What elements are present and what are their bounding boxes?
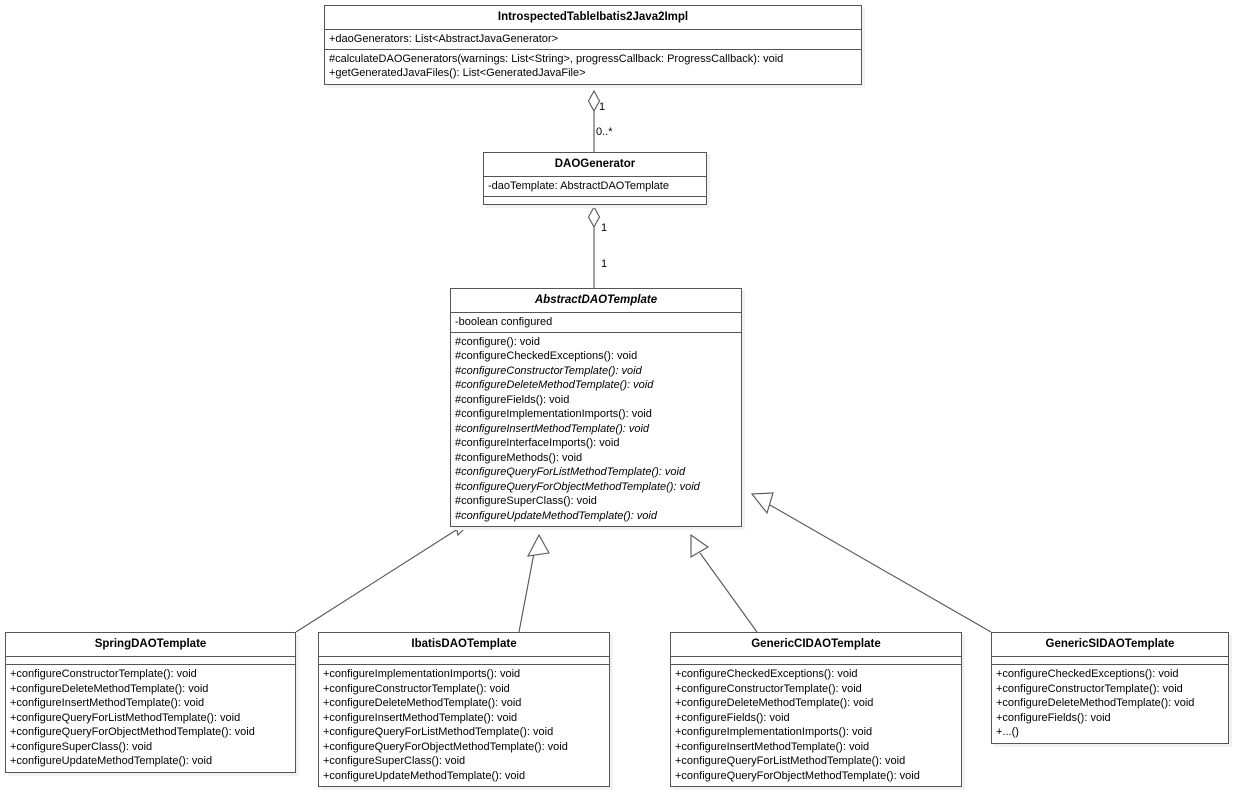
class-name-ibatis: IbatisDAOTemplate <box>319 633 609 657</box>
class-box-dao-generator[interactable]: DAOGenerator -daoTemplate: AbstractDAOTe… <box>483 152 707 205</box>
member-text: +configureQueryForObjectMethodTemplate()… <box>323 740 568 753</box>
class-attributes-spring <box>6 657 295 665</box>
member-text: +configureDeleteMethodTemplate(): void <box>675 697 874 709</box>
class-operations-spring: +configureConstructorTemplate(): void +co… <box>6 665 295 772</box>
class-attributes-daogenerator: -daoTemplate: AbstractDAOTemplate <box>484 177 706 197</box>
member-text: +configureDeleteMethodTemplate(): void <box>996 697 1195 709</box>
member-text: -daoTemplate: AbstractDAOTemplate <box>488 180 669 192</box>
class-name-genericsi: GenericSIDAOTemplate <box>992 633 1228 657</box>
aggregation-daogenerator-abstracttemplate <box>587 205 601 288</box>
class-name-introspected: IntrospectedTableIbatis2Java2Impl <box>325 6 861 30</box>
generalization-genericci-abstracttemplate <box>690 533 758 633</box>
member-text: +configureImplementationImports(): void <box>323 668 521 680</box>
member-text: #configure(): void <box>455 335 540 348</box>
abstract-member-text: #configureInsertMethodTemplate(): void <box>455 422 650 435</box>
member-text: +configureFields(): void <box>996 711 1111 724</box>
class-name-abstracttemplate: AbstractDAOTemplate <box>451 289 741 313</box>
member-text: +configureSuperClass(): void <box>10 740 153 753</box>
class-operations-introspected: #calculateDAOGenerators(warnings: List<S… <box>325 50 861 84</box>
member-text: +configureUpdateMethodTemplate(): void <box>323 769 526 782</box>
class-attributes-genericci <box>671 657 961 665</box>
member-text: #configureMethods(): void <box>455 451 583 464</box>
abstract-member-text: #configureConstructorTemplate(): void <box>455 364 642 377</box>
generalization-ibatis-abstracttemplate <box>518 533 550 633</box>
member-text: +getGeneratedJavaFiles(): List<Generated… <box>329 67 586 79</box>
member-text: +configureUpdateMethodTemplate(): void <box>10 755 213 767</box>
member-text: +configureQueryForListMethodTemplate(): … <box>675 755 906 767</box>
generalization-spring-abstracttemplate <box>295 507 474 633</box>
member-text: +configureConstructorTemplate(): void <box>675 682 862 695</box>
member-text: +configureFields(): void <box>675 711 790 724</box>
member-text: +configureCheckedExceptions(): void <box>675 668 858 680</box>
member-text: +configureConstructorTemplate(): void <box>996 682 1183 695</box>
class-operations-genericsi: +configureCheckedExceptions(): void +conf… <box>992 665 1228 743</box>
class-attributes-ibatis <box>319 657 609 665</box>
member-text: +configureConstructorTemplate(): void <box>10 668 197 680</box>
member-text: #configureImplementationImports(): void <box>455 408 652 420</box>
member-text: -boolean configured <box>455 316 553 328</box>
member-text: #configureFields(): void <box>455 393 570 406</box>
member-text: +configureSuperClass(): void <box>323 755 466 767</box>
member-text: +configureDeleteMethodTemplate(): void <box>10 682 209 695</box>
class-box-spring-dao-template[interactable]: SpringDAOTemplate +configureConstructorT… <box>5 632 296 773</box>
abstract-member-text: #configureUpdateMethodTemplate(): void <box>455 509 657 522</box>
class-box-abstract-dao-template[interactable]: AbstractDAOTemplate -boolean configured … <box>450 288 742 527</box>
member-text: #configureInterfaceImports(): void <box>455 437 620 449</box>
member-text: +configureInsertMethodTemplate(): void <box>675 740 870 753</box>
class-operations-daogenerator <box>484 197 706 204</box>
class-box-ibatis-dao-template[interactable]: IbatisDAOTemplate +configureImplementati… <box>318 632 610 787</box>
member-text: +configureQueryForObjectMethodTemplate()… <box>10 726 255 738</box>
member-text: #calculateDAOGenerators(warnings: List<S… <box>329 52 784 65</box>
multiplicity-daogenerator-end: 0..* <box>596 126 613 138</box>
class-box-generic-ci-dao-template[interactable]: GenericCIDAOTemplate +configureCheckedEx… <box>670 632 962 787</box>
multiplicity-abstracttemplate-end: 1 <box>601 258 608 270</box>
class-name-daogenerator: DAOGenerator <box>484 153 706 177</box>
class-attributes-genericsi <box>992 657 1228 665</box>
class-operations-ibatis: +configureImplementationImports(): void +… <box>319 665 609 786</box>
member-text: +configureInsertMethodTemplate(): void <box>323 711 518 724</box>
member-text: +configureConstructorTemplate(): void <box>323 682 510 695</box>
member-text: +configureQueryForListMethodTemplate(): … <box>10 711 241 724</box>
member-text: +configureInsertMethodTemplate(): void <box>10 697 205 709</box>
member-text: +configureDeleteMethodTemplate(): void <box>323 697 522 709</box>
class-operations-abstracttemplate: #configure(): void #configureCheckedExcep… <box>451 333 741 527</box>
member-text: +configureQueryForListMethodTemplate(): … <box>323 726 554 738</box>
member-text: +daoGenerators: List<AbstractJavaGenerat… <box>329 33 558 45</box>
class-attributes-abstracttemplate: -boolean configured <box>451 313 741 333</box>
member-text: +configureCheckedExceptions(): void <box>996 668 1179 680</box>
member-text: #configureSuperClass(): void <box>455 495 597 507</box>
class-name-spring: SpringDAOTemplate <box>6 633 295 657</box>
class-box-introspected-table-ibatis2-java2-impl[interactable]: IntrospectedTableIbatis2Java2Impl +daoGe… <box>324 5 862 85</box>
abstract-member-text: #configureQueryForListMethodTemplate(): … <box>455 466 686 478</box>
class-attributes-introspected: +daoGenerators: List<AbstractJavaGenerat… <box>325 30 861 50</box>
class-operations-genericci: +configureCheckedExceptions(): void +conf… <box>671 665 961 786</box>
member-text: #configureCheckedExceptions(): void <box>455 350 638 362</box>
multiplicity-daogenerator-source-end: 1 <box>601 222 608 234</box>
member-text: +...() <box>996 726 1019 738</box>
abstract-member-text: #configureDeleteMethodTemplate(): void <box>455 379 654 391</box>
class-box-generic-si-dao-template[interactable]: GenericSIDAOTemplate +configureCheckedEx… <box>991 632 1229 744</box>
multiplicity-introspected-end: 1 <box>599 101 606 113</box>
generalization-genericsi-abstracttemplate <box>750 492 992 633</box>
member-text: +configureImplementationImports(): void <box>675 726 873 738</box>
aggregation-introspected-daogenerator <box>587 89 601 152</box>
abstract-member-text: #configureQueryForObjectMethodTemplate()… <box>455 480 700 493</box>
member-text: +configureQueryForObjectMethodTemplate()… <box>675 769 920 782</box>
class-name-genericci: GenericCIDAOTemplate <box>671 633 961 657</box>
